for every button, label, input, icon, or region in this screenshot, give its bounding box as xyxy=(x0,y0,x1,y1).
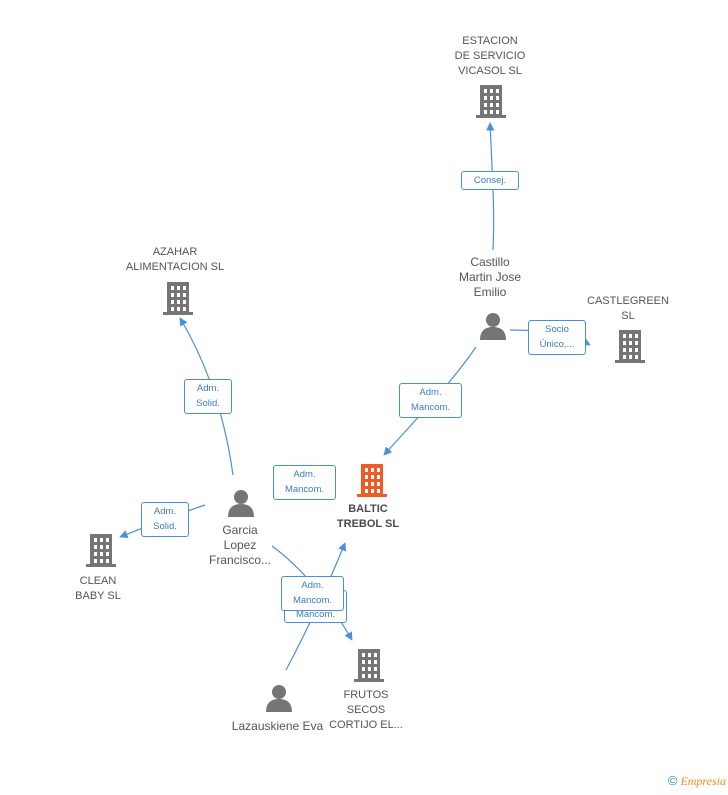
edge-label-consej[interactable]: Consej. xyxy=(461,171,519,190)
building-icon[interactable] xyxy=(354,649,384,682)
edge-label-socio[interactable]: Socio Único,... xyxy=(528,320,586,355)
node-label-castillo[interactable]: Castillo Martin Jose Emilio xyxy=(458,255,522,299)
brand-footer: © Empresia xyxy=(668,773,726,789)
node-label-azahar[interactable]: AZAHAR ALIMENTACION SL xyxy=(125,246,225,273)
building-icon[interactable] xyxy=(615,330,645,363)
node-label-castlegreen[interactable]: CASTLEGREEN SL xyxy=(587,295,669,322)
node-label-estacion[interactable]: ESTACION DE SERVICIO VICASOL SL xyxy=(454,35,526,77)
building-icon[interactable] xyxy=(163,282,193,315)
node-label-clean[interactable]: CLEAN BABY SL xyxy=(75,575,121,602)
building-icon[interactable] xyxy=(86,534,116,567)
brand-logo: Empresia xyxy=(680,774,726,788)
person-icon[interactable] xyxy=(228,490,254,517)
node-label-frutos[interactable]: FRUTOS SECOS CORTIJO EL... xyxy=(329,689,403,731)
edge-label-adm-mancom-laz-front[interactable]: Adm. Mancom. xyxy=(281,576,344,611)
node-label-lazauskiene[interactable]: Lazauskiene Eva xyxy=(231,719,324,733)
node-label-baltic[interactable]: BALTIC TREBOL SL xyxy=(336,503,400,530)
edge-label-adm-solid-azahar[interactable]: Adm. Solid. xyxy=(184,379,232,414)
person-icon[interactable] xyxy=(480,313,506,340)
building-icon[interactable] xyxy=(476,85,506,118)
building-main-icon[interactable] xyxy=(357,464,387,497)
edge-label-adm-mancom-castillo[interactable]: Adm. Mancom. xyxy=(399,383,462,418)
person-icon[interactable] xyxy=(266,685,292,712)
node-label-garcia[interactable]: Garcia Lopez Francisco... xyxy=(208,523,271,567)
copyright-icon: © xyxy=(667,773,678,788)
edge-label-adm-mancom-garcia[interactable]: Adm. Mancom. xyxy=(273,465,336,500)
edge-label-adm-solid-clean[interactable]: Adm. Solid. xyxy=(141,502,189,537)
